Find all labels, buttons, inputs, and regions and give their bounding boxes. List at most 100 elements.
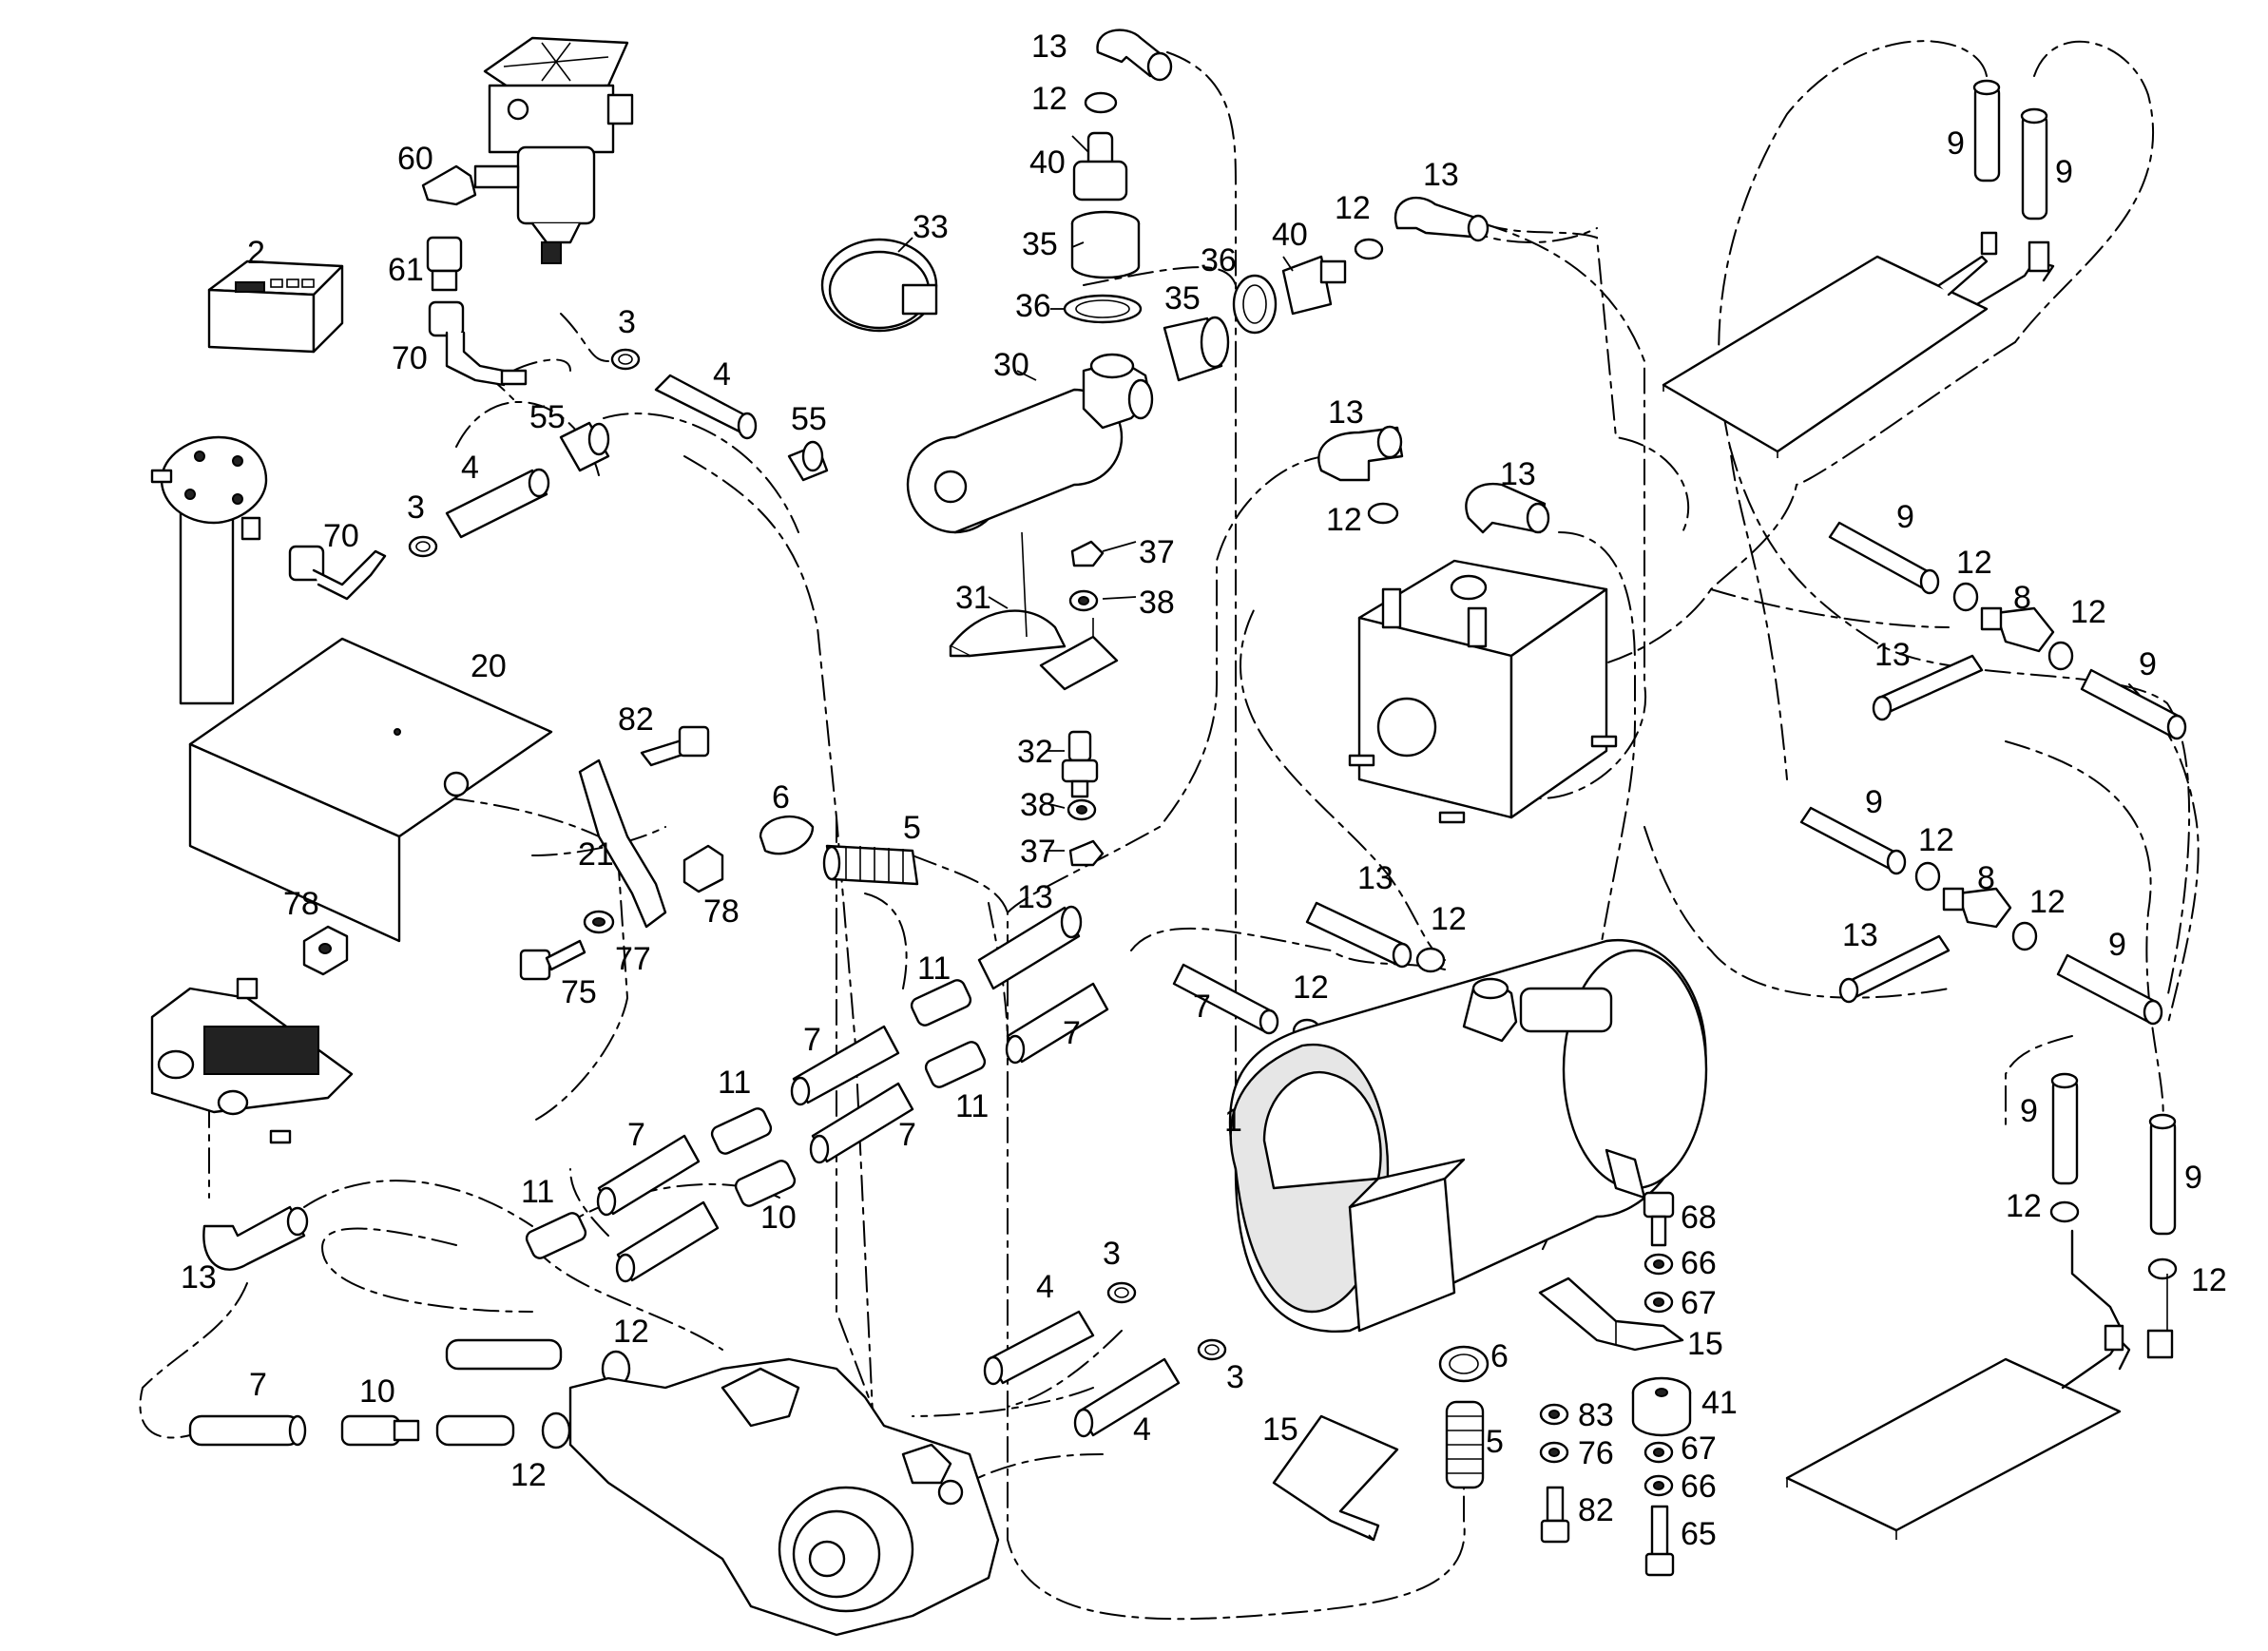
c-1: 1 [1224,1103,1242,1139]
c-7-b: 7 [803,1022,821,1058]
c-7-c: 7 [1063,1015,1081,1051]
clamp-12-tank [1367,502,1399,525]
tee-8-a [1980,606,2055,653]
c-15-a: 15 [1687,1326,1723,1362]
clamp-6-bottom [1438,1345,1490,1383]
engine-pump [568,1357,1000,1637]
hose-4-d [1073,1357,1181,1438]
c-4-c: 4 [1036,1269,1054,1305]
c-82-a: 82 [618,701,654,738]
c-10-a: 10 [760,1200,797,1236]
nut-37-b [1068,839,1105,867]
clamp-12-mid-d [2011,921,2038,951]
fitting-11-a [910,979,972,1027]
control-unit-2 [207,259,344,354]
leader-lines [897,135,1294,852]
hose-13-mid-left [977,905,1083,990]
c-38-b: 38 [1020,787,1056,823]
c-13-h: 13 [1357,860,1393,896]
c-35-a: 35 [1022,226,1058,262]
routing-lines [139,40,2200,1621]
air-filter-30 [906,353,1154,534]
c-3-c: 3 [1103,1236,1121,1272]
c-7-e: 7 [898,1117,916,1153]
c-10-b: 10 [359,1373,395,1410]
washer-66-b [1643,1474,1674,1497]
c-9-h: 9 [2184,1160,2202,1196]
washer-38-b [1067,798,1097,821]
clamp-12-mid-a [1952,582,1979,612]
sleeve-55-b [787,440,829,482]
hose-9-low-a [2050,1072,2079,1185]
washer-38-a [1068,589,1099,612]
hose-13-mid-a [1872,654,1984,721]
c-11-b: 11 [718,1065,751,1101]
washer-83 [1539,1403,1569,1426]
mount-32 [1061,730,1099,798]
fitting-11-b [710,1107,773,1155]
c-83: 83 [1578,1397,1614,1433]
hose-4-c [983,1310,1095,1386]
clamp-12-top [1084,91,1118,114]
c-9-g: 9 [2020,1093,2038,1129]
c-66-b: 66 [1681,1469,1717,1505]
c-76: 76 [1578,1435,1614,1471]
fitting-11-c [924,1041,987,1088]
c-37-a: 37 [1139,534,1175,570]
c-31: 31 [955,580,991,616]
hose-4-a [654,374,758,440]
c-33: 33 [913,209,949,245]
clamp-6-top [759,815,815,855]
clamp-3-c [1106,1281,1137,1304]
c-9-c: 9 [1896,499,1914,535]
washer-66-a [1643,1253,1674,1276]
sleeve-55-a [559,421,610,472]
c-9-e: 9 [1865,784,1883,820]
c-67-a: 67 [1681,1285,1717,1321]
c-4-a: 4 [713,356,731,393]
c-3-d: 3 [1226,1359,1244,1395]
c-2: 2 [247,235,265,271]
c-41: 41 [1701,1385,1738,1421]
bolt-75 [519,939,586,981]
hose-7-right [1172,963,1279,1035]
hose-9-mid-c [1799,806,1907,875]
c-12-f: 12 [1918,822,1954,858]
fitting-61 [426,236,463,292]
hose-13-tank-a [1317,425,1404,482]
c-9-f: 9 [2108,927,2126,963]
clamp-36-top [1063,294,1143,324]
hose-9-top-a [1972,79,2001,182]
c-40-b: 40 [1272,217,1308,253]
hose-7-mid-d [809,1082,914,1164]
c-13-e: 13 [1874,637,1911,673]
c-38-a: 38 [1139,585,1175,621]
hose-7-left [188,1414,307,1447]
c-12-j: 12 [613,1314,649,1350]
c-12-e: 12 [2070,594,2106,630]
c-7-f: 7 [249,1367,267,1403]
c-13-c: 13 [1328,394,1364,431]
band-clamp-33 [820,238,938,333]
c-13-d: 13 [1500,456,1536,492]
washer-77 [583,910,615,934]
c-66-a: 66 [1681,1245,1717,1281]
hose-13-heater [1305,901,1413,969]
clamp-12-mid-b [2047,641,2074,671]
plate-radiator-top [1662,231,2055,458]
fuel-filter [483,36,634,264]
bracket-15-a [1538,1277,1684,1352]
mount-41 [1631,1376,1692,1437]
washer-67-a [1643,1291,1674,1314]
sleeve-35-top [1070,210,1141,279]
fitting-60 [421,164,520,206]
bolt-65 [1644,1505,1675,1577]
hose-left-bottom-c [445,1338,563,1371]
bolt-68 [1643,1191,1675,1247]
c-13-a: 13 [1031,29,1067,65]
hose-13-mid-b [1838,934,1951,1004]
c-35-b: 35 [1164,280,1201,317]
c-55-b: 55 [791,401,827,437]
c-12-l: 12 [2006,1188,2042,1224]
